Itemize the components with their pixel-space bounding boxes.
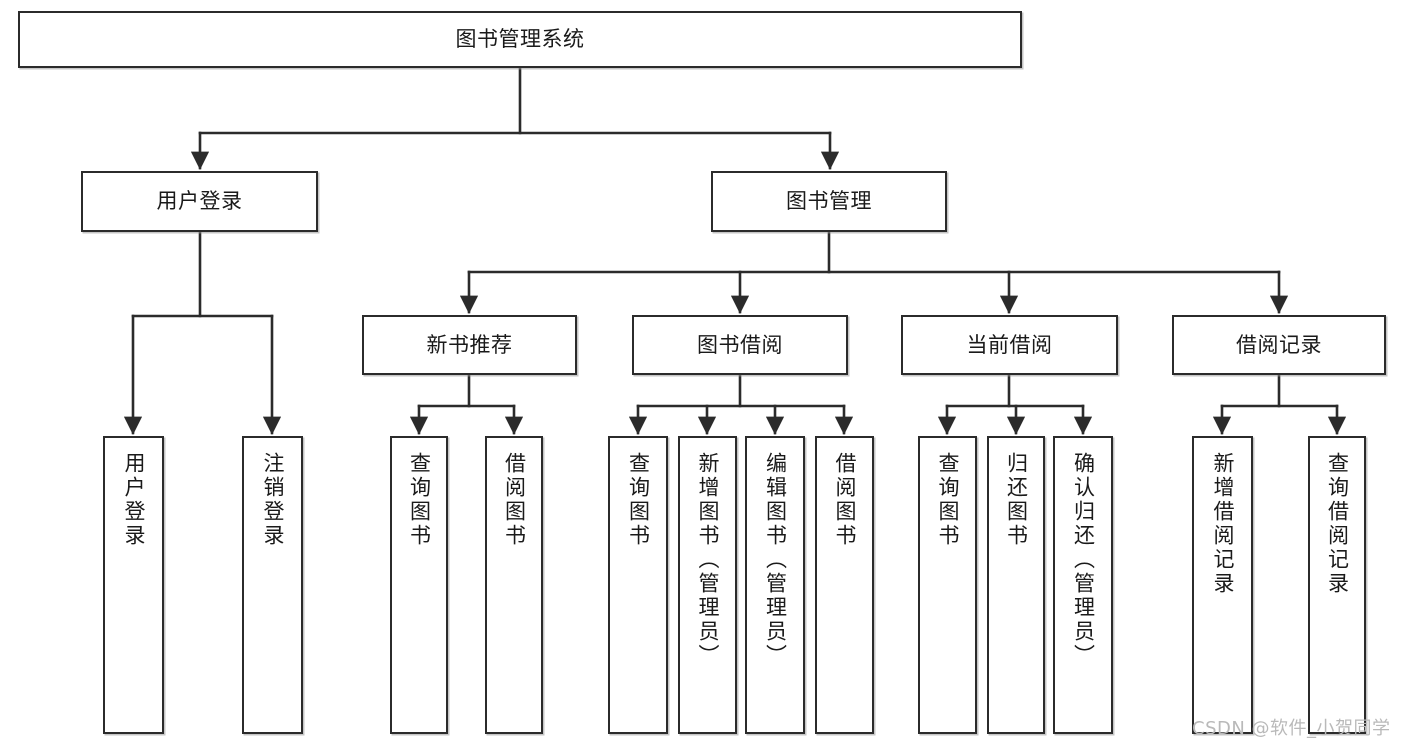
node-root[interactable]: 图书管理系统 [18, 11, 1022, 68]
node-leaf-return-book[interactable]: 归还图书 [987, 436, 1045, 734]
node-leaf-borrow-book-2-label: 借阅图书 [833, 452, 857, 548]
node-borrow-record-label: 借阅记录 [1236, 332, 1322, 357]
node-user-login-label: 用户登录 [156, 189, 243, 214]
node-leaf-query-book-2-label: 查询图书 [626, 452, 651, 548]
node-leaf-add-book[interactable]: 新增图书（管理员） [678, 436, 737, 734]
node-book-borrow[interactable]: 图书借阅 [632, 315, 848, 375]
node-book-manage[interactable]: 图书管理 [711, 171, 947, 232]
node-book-borrow-label: 图书借阅 [697, 332, 783, 357]
node-leaf-borrow-book-2[interactable]: 借阅图书 [815, 436, 874, 734]
node-leaf-query-book-3[interactable]: 查询图书 [918, 436, 977, 734]
node-leaf-user-logout-label: 注销登录 [261, 452, 285, 548]
node-leaf-confirm-return-label: 确认归还（管理员） [1071, 452, 1096, 668]
node-leaf-borrow-book-1[interactable]: 借阅图书 [485, 436, 543, 734]
node-leaf-user-login-label: 用户登录 [122, 452, 146, 548]
node-borrow-record[interactable]: 借阅记录 [1172, 315, 1386, 375]
node-leaf-borrow-book-1-label: 借阅图书 [502, 452, 527, 548]
node-leaf-add-book-label: 新增图书（管理员） [696, 452, 720, 668]
node-leaf-query-record[interactable]: 查询借阅记录 [1308, 436, 1366, 734]
node-current-borrow-label: 当前借阅 [966, 332, 1053, 357]
node-leaf-query-book-3-label: 查询图书 [936, 452, 960, 548]
node-user-login[interactable]: 用户登录 [81, 171, 318, 232]
csdn-watermark: CSDN @软件_小贺同学 [1192, 718, 1391, 739]
node-leaf-add-record-label: 新增借阅记录 [1211, 452, 1235, 596]
node-leaf-edit-book[interactable]: 编辑图书（管理员） [745, 436, 805, 734]
node-leaf-user-login[interactable]: 用户登录 [103, 436, 164, 734]
node-leaf-query-book-2[interactable]: 查询图书 [608, 436, 668, 734]
node-new-book-recommend-label: 新书推荐 [426, 332, 513, 357]
node-leaf-confirm-return[interactable]: 确认归还（管理员） [1053, 436, 1113, 734]
node-leaf-user-logout[interactable]: 注销登录 [242, 436, 303, 734]
node-leaf-query-record-label: 查询借阅记录 [1325, 452, 1350, 596]
node-current-borrow[interactable]: 当前借阅 [901, 315, 1118, 375]
node-new-book-recommend[interactable]: 新书推荐 [362, 315, 577, 375]
node-book-manage-label: 图书管理 [786, 189, 872, 214]
node-leaf-query-book-1[interactable]: 查询图书 [390, 436, 448, 734]
node-leaf-query-book-1-label: 查询图书 [407, 452, 432, 548]
node-leaf-add-record[interactable]: 新增借阅记录 [1192, 436, 1253, 734]
node-leaf-return-book-label: 归还图书 [1004, 452, 1029, 548]
node-root-label: 图书管理系统 [455, 27, 585, 52]
node-leaf-edit-book-label: 编辑图书（管理员） [763, 452, 788, 668]
